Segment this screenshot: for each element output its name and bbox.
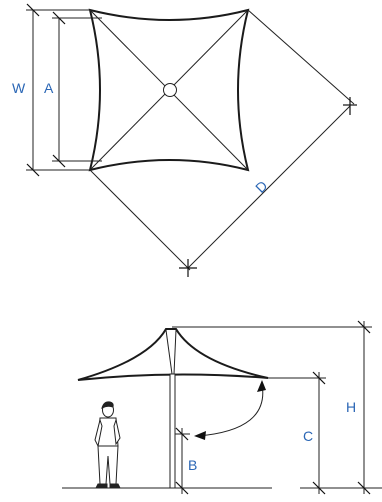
tilt-arrowhead-top xyxy=(257,380,266,392)
label-w: W xyxy=(12,80,26,96)
c-tick-bottom xyxy=(312,481,326,495)
a-tick-bottom xyxy=(52,154,66,168)
side-view: H C B xyxy=(62,320,382,495)
d-extension-1 xyxy=(247,9,355,105)
canopy-rib-right xyxy=(173,329,177,375)
c-tick-top xyxy=(312,371,326,385)
d-dimension-line xyxy=(187,105,351,269)
w-tick-top xyxy=(26,3,40,17)
b-tick-bottom xyxy=(175,481,189,495)
h-tick-top xyxy=(357,320,371,334)
person-legs xyxy=(97,445,119,485)
person-arm-right xyxy=(113,418,121,446)
person-figure xyxy=(94,401,121,489)
label-c: C xyxy=(303,428,313,444)
w-tick-bottom xyxy=(26,163,40,177)
label-a: A xyxy=(44,80,54,96)
label-d: D xyxy=(252,177,270,195)
b-tick-top xyxy=(175,427,189,441)
d-extension-2 xyxy=(89,169,191,271)
person-shoes xyxy=(95,483,121,489)
a-tick-top xyxy=(52,11,66,25)
person-hair xyxy=(101,401,114,409)
umbrella-pole xyxy=(169,373,176,489)
tilt-arrow xyxy=(197,383,264,437)
top-view: W A D xyxy=(12,3,357,277)
tilt-arrowhead-bottom xyxy=(194,431,206,440)
label-b: B xyxy=(188,457,197,473)
label-h: H xyxy=(346,399,356,415)
canopy-rib-left xyxy=(165,329,173,375)
h-tick-bottom xyxy=(357,481,371,495)
canopy-side xyxy=(77,328,269,381)
center-hub xyxy=(163,83,177,97)
